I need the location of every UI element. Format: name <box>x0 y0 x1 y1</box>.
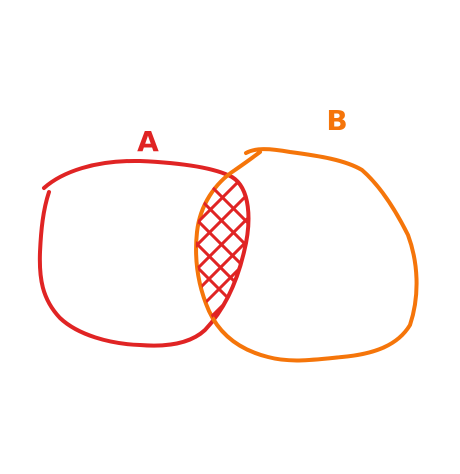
set-b-outline <box>194 147 419 363</box>
set-b-label: B <box>326 104 347 137</box>
hatch-stroke-2 <box>195 193 248 263</box>
hatch-stroke-8 <box>195 206 248 276</box>
hatch-stroke-1 <box>198 176 248 237</box>
set-a-label: A <box>137 125 159 158</box>
hatch-stroke-3 <box>195 213 248 287</box>
